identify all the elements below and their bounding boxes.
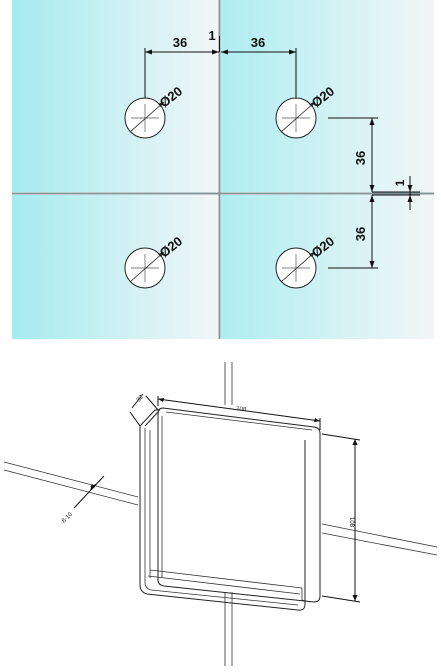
dim-horizontal-right (219, 36, 297, 98)
dim-label-glass-thickness: 8-10 (61, 511, 74, 524)
dim-horizontal-left (144, 48, 219, 98)
glass-panel-bottom-right (221, 195, 434, 339)
dim-vertical-upper (328, 117, 378, 192)
dim-label-horizontal-right: 36 (251, 35, 265, 50)
hole-bottom-left (124, 247, 166, 289)
glass-panel-top-right (221, 0, 434, 192)
dim-label-horizontal-left: 36 (173, 35, 187, 50)
dim-label-vertical-lower: 36 (353, 227, 368, 241)
dim-glass-thickness (73, 475, 105, 509)
dim-vertical-gap (372, 176, 420, 210)
glass-panel-bottom-left (12, 195, 218, 339)
dim-thickness (129, 393, 159, 427)
gap-label-horizontal: 1 (208, 28, 215, 43)
dim-label-width: 108 (236, 406, 247, 413)
hole-top-left (124, 97, 166, 139)
glass-panel-top-left (12, 0, 218, 192)
dim-width (157, 396, 321, 430)
dim-label-height: 108 (348, 517, 354, 528)
gap-label-vertical: 1 (393, 179, 407, 186)
glass-outline-lines (3, 362, 438, 666)
hole-bottom-right (275, 247, 317, 289)
dim-height (321, 433, 361, 603)
dim-label-vertical-upper: 36 (353, 151, 368, 165)
glass-panel-grid (12, 0, 434, 339)
dim-label-thickness: 32 (136, 394, 145, 403)
clamp-body (139, 407, 321, 611)
hole-top-right (275, 97, 317, 139)
dim-vertical-lower (328, 195, 378, 269)
